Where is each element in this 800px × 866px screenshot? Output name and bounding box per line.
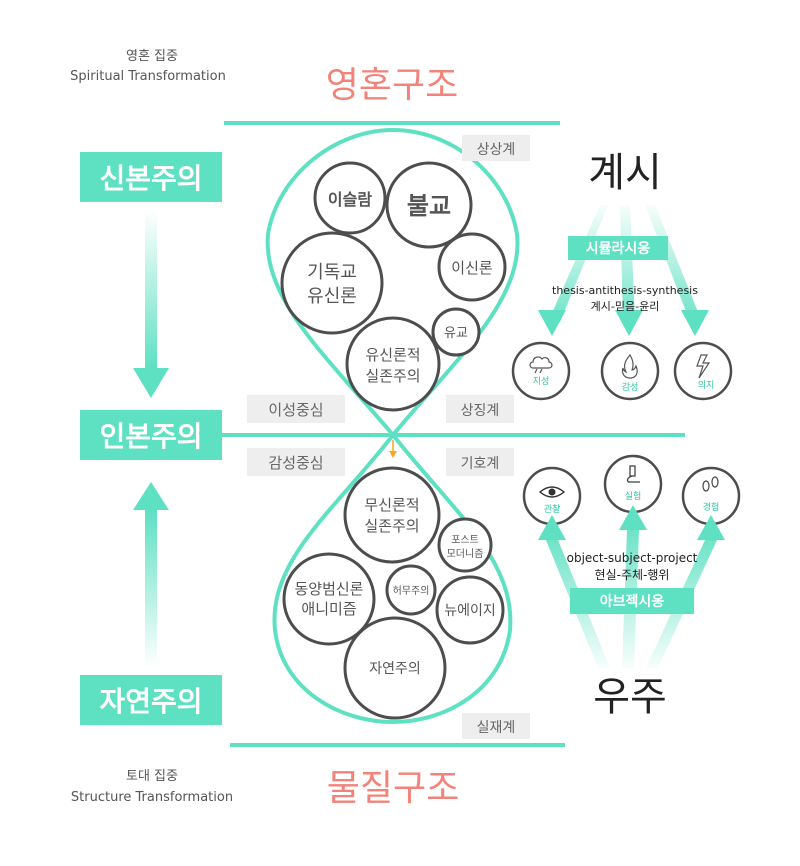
bottom-caption-en: Structure Transformation: [71, 790, 233, 805]
bubble-new-age-label: 뉴에이지: [444, 603, 496, 619]
tag-emotion-center: [247, 448, 345, 476]
circle-observation-label: 관찰: [544, 504, 561, 515]
tag-emotion-center-label: 감성중심: [268, 454, 323, 472]
simulation-band: [568, 236, 668, 260]
bubble-new-age: [435, 575, 505, 645]
bubble-post-label: 포스트: [451, 534, 479, 546]
arrow-up-head: [133, 482, 169, 510]
revelation-arrow-left: [538, 310, 566, 336]
bubble-buddhism-label: 불교: [407, 192, 451, 220]
tag-reason-center: [247, 395, 345, 423]
tag-symbolic: [446, 395, 514, 423]
universe-arrow-center: [619, 505, 647, 530]
universe-arrow-right: [697, 515, 725, 540]
arrow-up-shaft: [145, 510, 157, 668]
eye-icon: [538, 486, 566, 498]
bubble-theism-label: 유신론: [307, 286, 357, 307]
flame-icon: [621, 353, 638, 379]
tag-signifier-label: 기호계: [461, 456, 500, 472]
revelation-band-right: [645, 205, 702, 322]
arrow-down-head: [133, 368, 169, 398]
universe-triad: object-subject-project: [567, 551, 698, 565]
bubble-islam: [313, 161, 387, 235]
microscope-icon: [626, 465, 640, 483]
top-title: 영혼구조: [326, 65, 458, 106]
lower-drop-outline: [272, 431, 513, 725]
bubble-nihilism: [385, 564, 437, 616]
circle-will-label: 의지: [698, 380, 715, 391]
bubble-atheistic-existentialism: [343, 466, 441, 564]
top-caption-en: Spiritual Transformation: [70, 69, 226, 84]
tag-reason-center-label: 이성중심: [268, 401, 323, 419]
universe-title: 우주: [593, 674, 667, 720]
bubble-existentialism-lower-label: 실존주의: [364, 517, 419, 535]
universe-arrow-left: [538, 515, 566, 540]
box-humanism: [80, 410, 222, 460]
circle-emotion: [600, 341, 660, 401]
bubble-christian-label: 기독교: [307, 262, 357, 283]
upper-bubbles: 이슬람 불교 기독교 유신론 이신론 유교 유신론적 실존주의: [280, 161, 507, 412]
box-naturalism: [80, 675, 222, 725]
box-naturalism-label: 자연주의: [99, 685, 202, 718]
tag-signifier: [446, 448, 514, 476]
bubble-islam-label: 이슬람: [328, 190, 372, 209]
lower-bubbles: 무신론적 실존주의 포스트 모더니즘 동양범신론 애니미즘 허무주의 뉴에이지 …: [282, 466, 505, 720]
tag-real-label: 실재계: [477, 720, 516, 736]
revelation-band-left: [548, 205, 608, 322]
revelation-band-center: [620, 205, 635, 322]
bubble-confucianism-label: 유교: [444, 326, 468, 341]
circle-experiment: [603, 454, 663, 514]
tag-real: [462, 713, 530, 739]
footprints-icon: [702, 476, 719, 492]
bottom-title: 물질구조: [327, 768, 459, 809]
bubble-naturalism: [343, 616, 447, 720]
universe-triad-kr: 현실-주체-행위: [595, 567, 670, 582]
bubble-deism-label: 이신론: [451, 259, 493, 277]
circle-experiment-label: 실험: [625, 491, 642, 502]
bubble-pantheism-animism: [282, 552, 376, 646]
bubble-naturalism-label: 자연주의: [369, 661, 421, 677]
tag-upper-realm-label: 상상계: [477, 142, 516, 158]
revelation-triad: thesis-antithesis-synthesis: [552, 284, 698, 297]
bubble-nihilism-label: 허무주의: [393, 585, 430, 597]
revelation-triad-kr: 계시-믿음-윤리: [591, 300, 660, 313]
revelation-title: 계시: [588, 150, 662, 196]
center-arrow-head: [389, 451, 397, 458]
abjection-band: [570, 588, 694, 614]
bubble-existentialism-label: 실존주의: [365, 367, 420, 385]
bottom-caption-kr: 토대 집중: [126, 769, 178, 784]
bubble-atheistic-label: 무신론적: [364, 496, 419, 514]
abjection-band-label: 아브젝시옹: [600, 593, 665, 610]
tag-upper-realm: [462, 135, 530, 161]
bubble-theistic-label: 유신론적: [365, 346, 420, 364]
revelation-arrow-center: [615, 310, 643, 336]
simulation-band-label: 시뮬라시옹: [586, 241, 651, 257]
box-theocentrism-label: 신본주의: [99, 162, 202, 195]
bubble-buddhism: [385, 161, 473, 249]
lightning-icon: [696, 354, 711, 379]
circle-intellect-label: 지성: [533, 376, 550, 387]
circle-experience-label: 경험: [703, 501, 720, 513]
bubble-animism-label: 애니미즘: [301, 600, 356, 618]
top-caption-kr: 영혼 집중: [126, 49, 178, 64]
box-humanism-label: 인본주의: [99, 420, 202, 453]
arrow-down-shaft: [145, 210, 157, 368]
bubble-modernism-label: 모더니즘: [447, 548, 484, 560]
bubble-christian-theism: [280, 231, 384, 335]
box-theocentrism: [80, 152, 222, 202]
bubble-pantheism-label: 동양범신론: [294, 580, 363, 598]
bubble-deism: [437, 232, 507, 302]
tag-symbolic-label: 상징계: [461, 403, 500, 419]
cloud-icon: [529, 356, 553, 374]
bubble-theistic-existentialism: [345, 316, 441, 412]
bubble-postmodernism: [437, 517, 493, 573]
bubble-confucianism: [431, 307, 481, 357]
circle-emotion-label: 감성: [622, 381, 639, 393]
revelation-arrow-right: [681, 310, 709, 336]
